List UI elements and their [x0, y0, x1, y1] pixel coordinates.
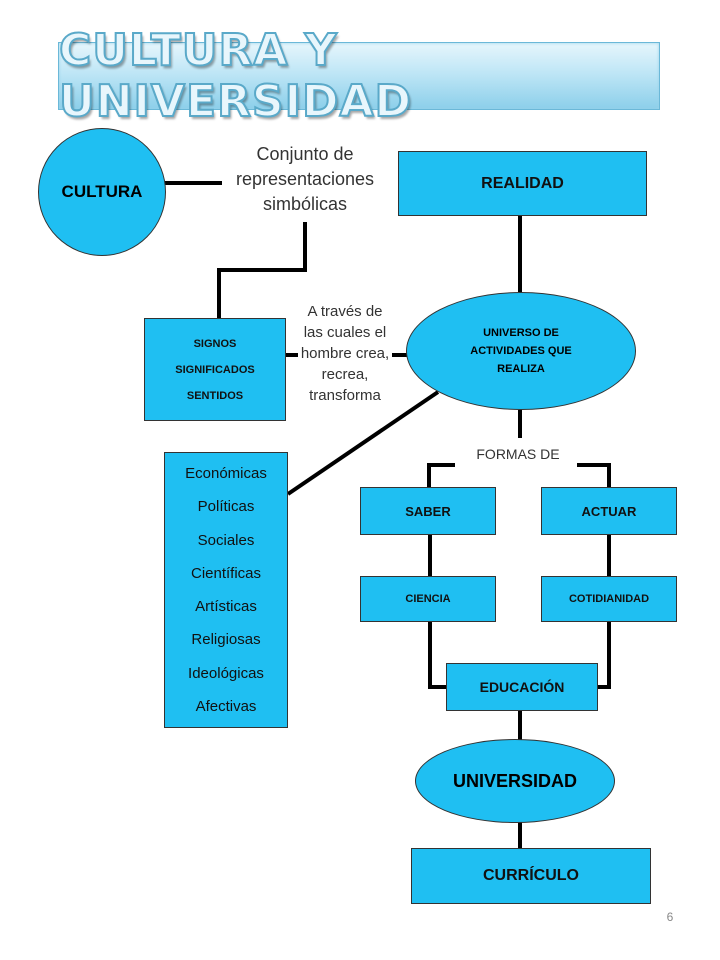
universidad-label: UNIVERSIDAD — [452, 770, 577, 791]
actuar-label: ACTUAR — [581, 503, 637, 519]
educacion-label: EDUCACIÓN — [479, 679, 565, 695]
list-item: Artísticas — [195, 598, 257, 616]
list-item: Sociales — [197, 531, 255, 549]
activities-list: Económicas Políticas Sociales Científica… — [164, 452, 288, 728]
a-traves-text: A través de las cuales el hombre crea, r… — [300, 303, 390, 404]
list-item: Económicas — [185, 465, 267, 483]
page-title: CULTURA Y UNIVERSIDAD — [58, 24, 413, 128]
actuar-node: ACTUAR — [541, 487, 677, 535]
line-formas-left — [427, 463, 455, 488]
line-universo-actividades — [286, 390, 440, 496]
line-ciencia-educacion — [428, 622, 446, 689]
list-item: Políticas — [197, 498, 255, 516]
cotidianidad-node: COTIDIANIDAD — [541, 576, 677, 622]
list-item: Religiosas — [191, 631, 261, 649]
signos-label: SIGNOS — [193, 337, 237, 350]
ciencia-node: CIENCIA — [360, 576, 496, 622]
cultura-label: CULTURA — [61, 182, 143, 201]
line-formas-right — [577, 463, 611, 488]
page-number: 6 — [666, 910, 674, 924]
sentidos-label: SENTIDOS — [186, 389, 244, 402]
list-item: Afectivas — [195, 697, 257, 715]
cotidianidad-label: COTIDIANIDAD — [568, 593, 650, 605]
ciencia-label: CIENCIA — [405, 593, 451, 605]
title-banner: CULTURA Y UNIVERSIDAD — [58, 24, 660, 128]
realidad-node: REALIDAD — [398, 151, 647, 216]
conjunto-text: Conjunto de representaciones simbólicas — [235, 144, 375, 214]
line-conjunto-signos — [217, 222, 307, 318]
curriculo-node: CURRÍCULO — [411, 848, 651, 904]
curriculo-label: CURRÍCULO — [483, 867, 579, 884]
formas-de-text: FORMAS DE — [476, 446, 560, 462]
cultura-node: CULTURA — [38, 128, 166, 256]
realidad-label: REALIDAD — [481, 174, 564, 192]
signos-node: SIGNOS SIGNIFICADOS SENTIDOS — [144, 318, 286, 421]
universo-label: UNIVERSO DE ACTIVIDADES QUE REALIZA — [470, 327, 572, 375]
educacion-node: EDUCACIÓN — [446, 663, 598, 711]
list-item: Ideológicas — [188, 664, 264, 682]
universidad-node: UNIVERSIDAD — [415, 739, 615, 823]
universo-node: UNIVERSO DE ACTIVIDADES QUE REALIZA — [406, 292, 636, 410]
list-item: Científicas — [190, 564, 262, 582]
significados-label: SIGNIFICADOS — [175, 363, 255, 376]
saber-label: SABER — [405, 503, 451, 519]
saber-node: SABER — [360, 487, 496, 535]
line-cotidianidad-educacion — [598, 622, 611, 689]
